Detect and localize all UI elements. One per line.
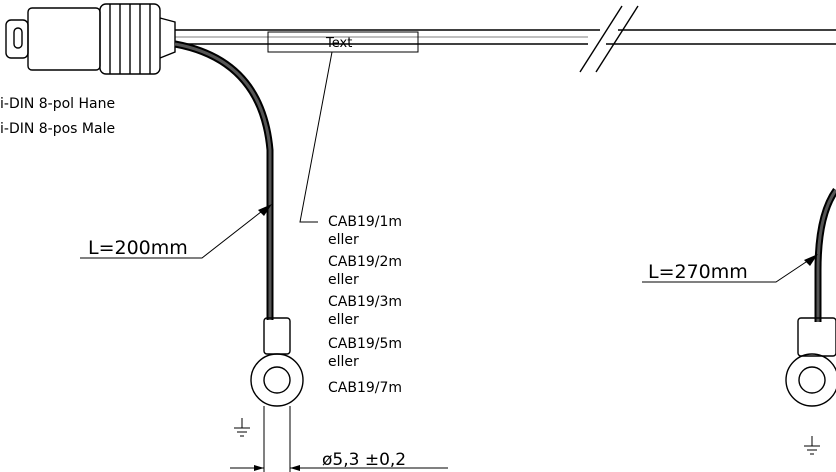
cable-option-or-2: eller <box>328 272 359 288</box>
diameter-dimension: ø5,3 ±0,2 <box>230 450 448 471</box>
connector-label-pol: i-DIN 8-pol Hane <box>0 96 115 112</box>
left-ground-wire <box>174 40 274 320</box>
right-length-dimension: L=270mm <box>642 254 818 283</box>
cable-option-2: CAB19/2m <box>328 254 402 270</box>
tag-leader-line <box>299 51 333 223</box>
cable-tag-text: Text <box>325 36 352 51</box>
right-ground-icon <box>804 436 820 455</box>
cable-options-list: CAB19/1m eller CAB19/2m eller CAB19/3m e… <box>328 214 402 396</box>
cable-option-5: CAB19/7m <box>328 380 402 396</box>
connector-label-pos: i-DIN 8-pos Male <box>0 121 115 137</box>
left-ground-icon <box>234 418 250 437</box>
cable-tag: Text <box>267 31 419 53</box>
cable-option-3: CAB19/3m <box>328 294 402 310</box>
cable-break-symbol <box>579 5 639 73</box>
left-ring-terminal <box>250 317 304 472</box>
left-length-dimension: L=200mm <box>80 204 272 259</box>
right-length-label: L=270mm <box>648 261 748 283</box>
cable-option-or-3: eller <box>328 312 359 328</box>
right-ring-terminal <box>785 317 836 407</box>
din-connector <box>5 3 176 75</box>
cable-option-or-4: eller <box>328 354 359 370</box>
diameter-label: ø5,3 ±0,2 <box>322 450 406 470</box>
left-length-label: L=200mm <box>88 237 188 259</box>
cable-option-or-1: eller <box>328 232 359 248</box>
cable-option-1: CAB19/1m <box>328 214 402 230</box>
cable-option-4: CAB19/5m <box>328 336 402 352</box>
main-cable <box>175 29 836 45</box>
